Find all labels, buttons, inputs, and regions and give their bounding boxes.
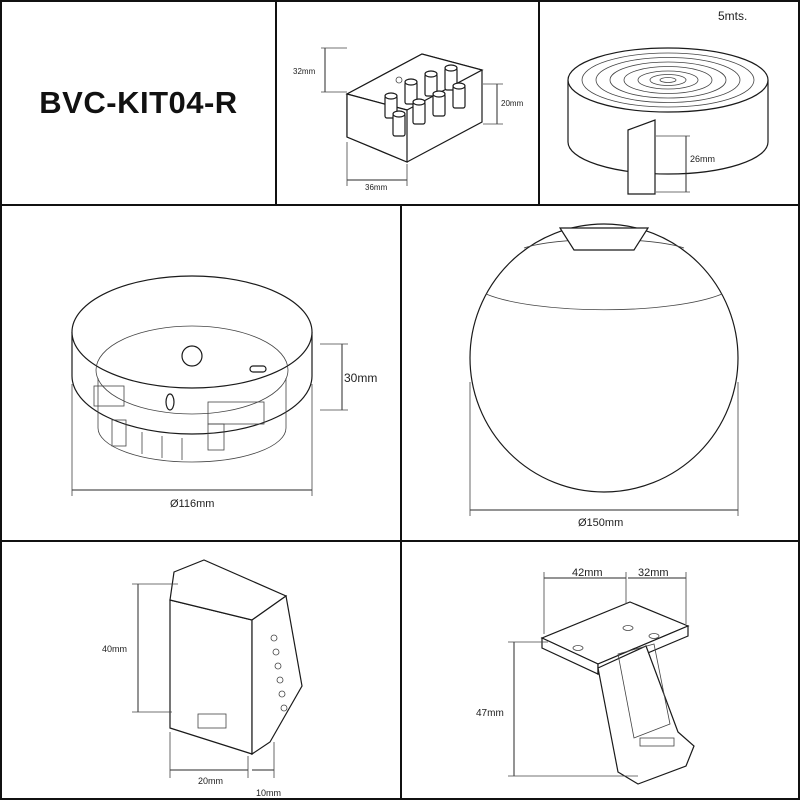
mounting-clip xyxy=(169,559,303,756)
globe xyxy=(469,223,739,493)
terminal-block-panel: 32mm 20mm 36mm xyxy=(275,0,540,206)
base-height-label: 30mm xyxy=(344,371,377,385)
product-code: BVC-KIT04-R xyxy=(39,85,238,120)
bracket-drawing: 42mm 32mm 47mm xyxy=(476,567,695,785)
tape-roll xyxy=(567,47,769,195)
globe-drawing: Ø150mm xyxy=(469,223,739,529)
ceiling-base xyxy=(71,275,313,463)
terminal-block-drawing: 32mm 20mm 36mm xyxy=(293,47,524,192)
tape-width-label: 26mm xyxy=(690,154,715,164)
globe-diameter-label: Ø150mm xyxy=(578,517,623,529)
bracket-panel: 42mm 32mm 47mm xyxy=(400,540,800,800)
clip-drawing: 40mm 20mm 10mm xyxy=(102,559,303,798)
bracket-height-label: 47mm xyxy=(476,708,504,719)
base-drawing: 30mm Ø116mm xyxy=(71,275,377,510)
globe-panel: Ø150mm xyxy=(400,204,800,542)
clip-width-label: 20mm xyxy=(198,776,223,786)
tape-length-label: 5mts. xyxy=(718,9,747,23)
bracket-width-a-label: 42mm xyxy=(572,567,603,579)
base-panel: 30mm Ø116mm xyxy=(0,204,402,542)
terminal-height-label: 32mm xyxy=(293,67,316,76)
bracket-width-b-label: 32mm xyxy=(638,567,669,579)
title-panel: BVC-KIT04-R xyxy=(0,0,277,206)
clip-height-label: 40mm xyxy=(102,644,127,654)
terminal-depth-label: 20mm xyxy=(501,99,524,108)
tape-panel: 5mts. 26mm xyxy=(538,0,800,206)
terminal-block xyxy=(345,53,484,163)
tape-drawing: 5mts. 26mm xyxy=(567,9,769,195)
clip-depth-label: 10mm xyxy=(256,788,281,798)
l-bracket xyxy=(540,601,695,785)
base-diameter-label: Ø116mm xyxy=(170,498,214,510)
terminal-width-label: 36mm xyxy=(365,183,388,192)
clip-panel: 40mm 20mm 10mm xyxy=(0,540,402,800)
